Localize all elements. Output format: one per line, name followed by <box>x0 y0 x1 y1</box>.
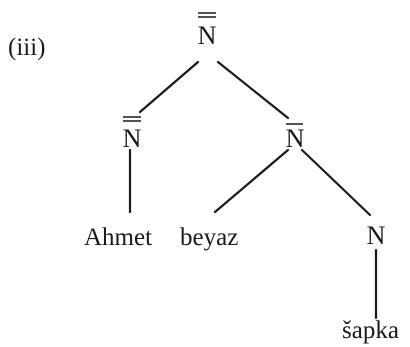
example-label: (iii) <box>8 34 46 61</box>
root-category: N <box>198 21 217 50</box>
node-inner-n: N <box>367 221 386 250</box>
edge-root-to-right-nbar <box>216 60 290 120</box>
word-sapka: šapka <box>342 317 399 344</box>
left-np-category: N <box>123 124 142 153</box>
word-beyaz: beyaz <box>180 224 238 251</box>
edge-right-nbar-to-inner-n <box>300 148 372 217</box>
edge-root-to-left-np <box>138 60 200 114</box>
node-right-nbar: N <box>286 123 305 153</box>
node-root: N <box>198 12 217 50</box>
inner-n-category: N <box>367 221 386 250</box>
word-ahmet: Ahmet <box>84 224 152 251</box>
right-nbar-category: N <box>286 124 305 153</box>
node-left-np: N <box>123 116 142 153</box>
edge-right-nbar-to-beyaz <box>213 148 290 214</box>
